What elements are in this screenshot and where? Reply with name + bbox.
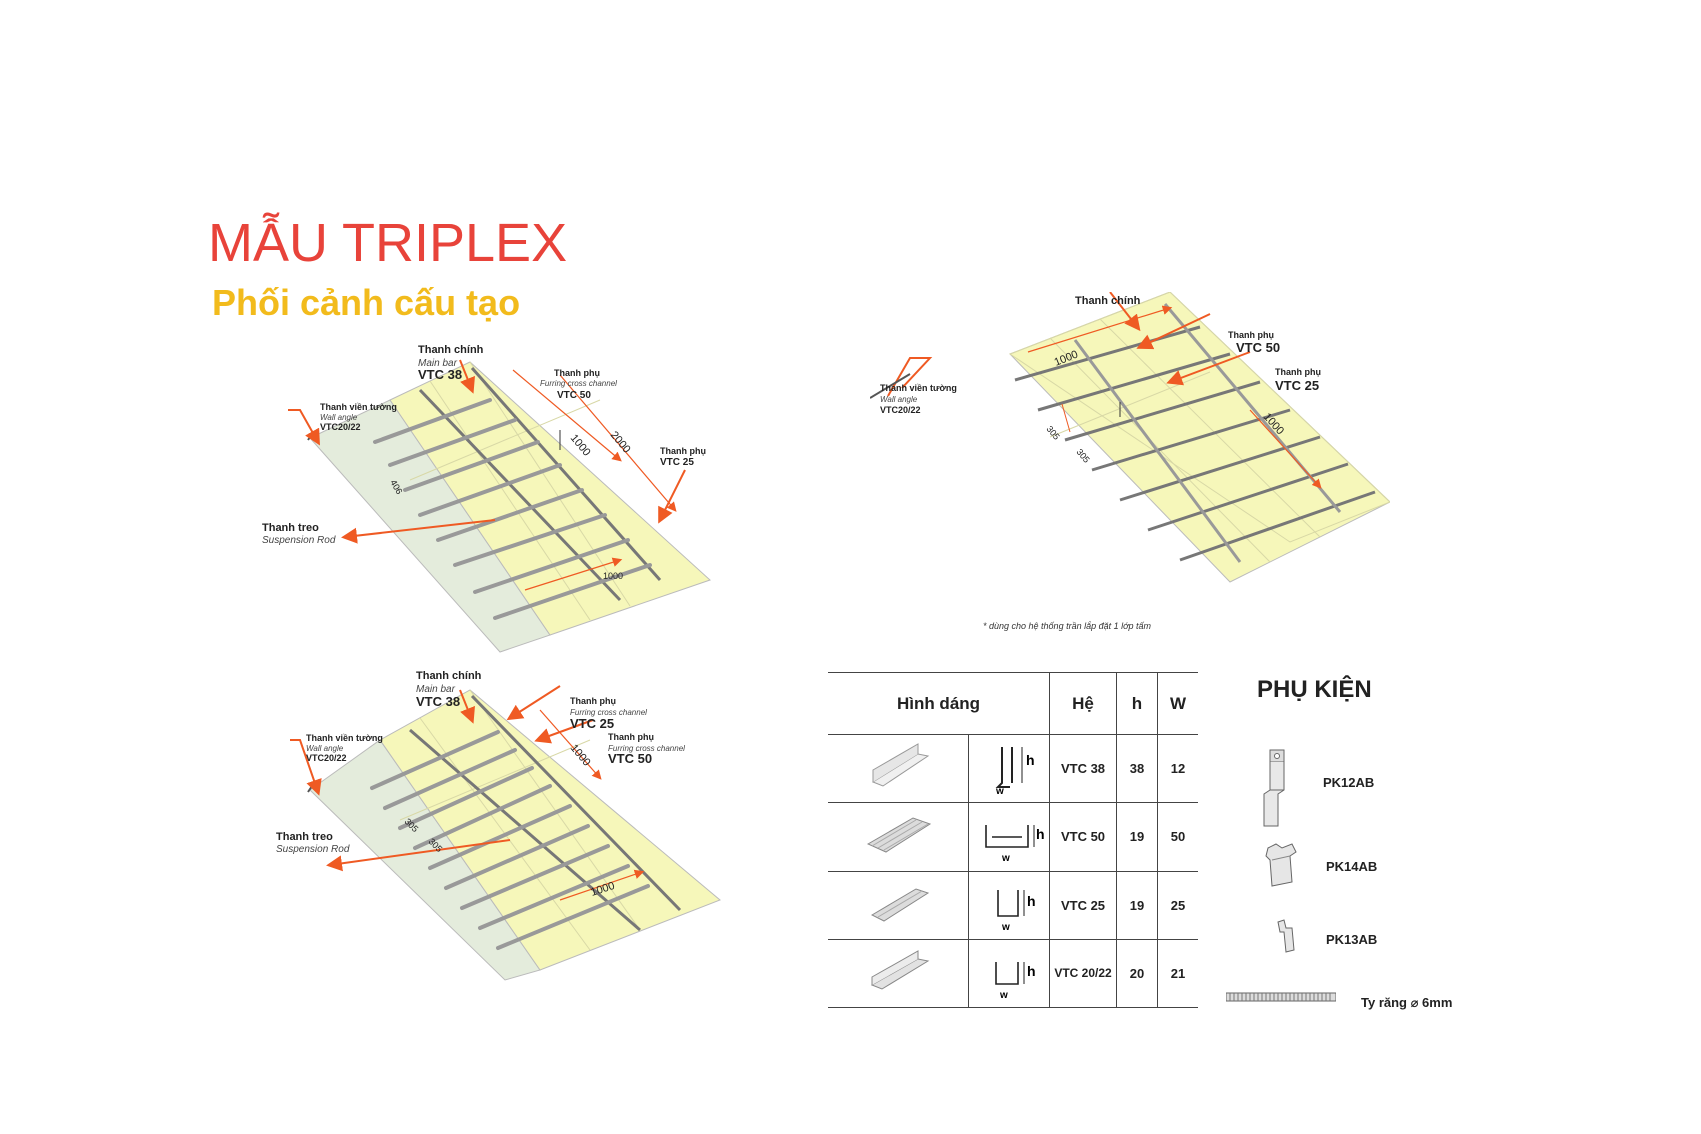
d1-dim-1000-b: 1000 bbox=[603, 571, 623, 581]
page-subtitle: Phối cảnh cấu tạo bbox=[212, 282, 521, 323]
d1-furring1-en: Furring cross channel bbox=[540, 379, 617, 388]
threaded-rod-icon bbox=[1226, 992, 1336, 1002]
svg-text:w: w bbox=[1001, 922, 1010, 932]
cell-h: 19 bbox=[1116, 870, 1158, 940]
d1-main-bar-code: VTC 38 bbox=[418, 367, 462, 382]
accessory-threaded-rod: Ty răng ⌀ 6mm bbox=[1361, 995, 1453, 1010]
d1-furring2-code: VTC 25 bbox=[660, 457, 694, 468]
d2-furring1-code: VTC 50 bbox=[1236, 340, 1280, 355]
accessory-pk14ab: PK14AB bbox=[1326, 859, 1378, 874]
board-yellow-area bbox=[379, 689, 721, 971]
svg-text:h: h bbox=[1027, 893, 1036, 909]
cell-system: VTC 25 bbox=[1049, 870, 1117, 940]
d1-furring1-code: VTC 50 bbox=[557, 390, 591, 401]
d1-rod-vi: Thanh treo bbox=[262, 522, 319, 534]
board-yellow-area bbox=[389, 361, 711, 636]
d3-wall-angle-en: Wall angle bbox=[306, 744, 344, 753]
d2-dim-305-b: 305 bbox=[1074, 447, 1091, 465]
header-w: W bbox=[1157, 671, 1198, 736]
ceiling-diagram-2: Thanh chính Thanh phụ VTC 50 Thanh phụ V… bbox=[870, 292, 1390, 583]
d3-wall-angle-vi: Thanh viền tường bbox=[306, 733, 383, 743]
d1-furring1-vi: Thanh phụ bbox=[554, 368, 600, 378]
cell-system: VTC 38 bbox=[1049, 734, 1117, 804]
d1-rod-en: Suspension Rod bbox=[262, 535, 336, 546]
page-title: MẪU TRIPLEX bbox=[208, 213, 568, 273]
svg-text:h: h bbox=[1026, 752, 1035, 768]
d1-wall-angle-code: VTC20/22 bbox=[320, 422, 361, 432]
d1-main-bar-vi: Thanh chính bbox=[418, 344, 484, 356]
d3-main-bar-vi: Thanh chính bbox=[416, 670, 482, 682]
cell-system: VTC 50 bbox=[1049, 802, 1117, 872]
d3-main-bar-en: Main bar bbox=[416, 684, 456, 695]
d3-rod-vi: Thanh treo bbox=[276, 831, 333, 843]
pk14ab-icon bbox=[1265, 843, 1297, 887]
profile-3d-vtc50 bbox=[828, 802, 969, 872]
d3-furring1-code: VTC 25 bbox=[570, 716, 614, 731]
profile-3d-vtc38 bbox=[828, 734, 969, 804]
profile-3d-vtc25 bbox=[828, 870, 969, 940]
cell-w: 12 bbox=[1157, 734, 1198, 804]
header-system: Hệ bbox=[1049, 671, 1117, 736]
pk12ab-icon bbox=[1263, 749, 1285, 827]
d1-dim-2000: 2000 bbox=[608, 429, 633, 455]
cell-w: 50 bbox=[1157, 802, 1198, 872]
ceiling-diagram-3: Thanh chính Main bar VTC 38 Thanh phụ Fu… bbox=[276, 670, 721, 981]
table-header-row: Hình dáng Hệ h W bbox=[828, 671, 1198, 736]
d2-wall-angle-vi: Thanh viền tường bbox=[880, 383, 957, 393]
installation-note: * dùng cho hệ thống trần lắp đặt 1 lớp t… bbox=[983, 621, 1152, 631]
profile-3d-vtc2022 bbox=[828, 938, 969, 1009]
d2-wall-angle-en: Wall angle bbox=[880, 395, 918, 404]
d1-furring2-vi: Thanh phụ bbox=[660, 446, 706, 456]
d2-dim-305-a: 305 bbox=[1044, 424, 1061, 442]
accessory-pk13ab: PK13AB bbox=[1326, 932, 1378, 947]
cell-w: 25 bbox=[1157, 870, 1198, 940]
cell-h: 20 bbox=[1116, 938, 1158, 1009]
d2-main-bar-vi: Thanh chính bbox=[1075, 295, 1141, 307]
d3-furring2-en: Furring cross channel bbox=[608, 744, 685, 753]
d3-furring1-vi: Thanh phụ bbox=[570, 696, 616, 706]
accessory-pk12ab: PK12AB bbox=[1323, 775, 1375, 790]
d1-wall-angle-vi: Thanh viền tường bbox=[320, 402, 397, 412]
svg-text:w: w bbox=[995, 786, 1004, 795]
pk13ab-icon bbox=[1277, 919, 1295, 953]
cell-system: VTC 20/22 bbox=[1049, 938, 1117, 1009]
d1-main-bar-en: Main bar bbox=[418, 358, 458, 369]
header-h: h bbox=[1116, 671, 1158, 736]
header-shape: Hình dáng bbox=[828, 671, 1050, 736]
cell-h: 19 bbox=[1116, 802, 1158, 872]
d2-wall-angle-code: VTC20/22 bbox=[880, 405, 921, 415]
d3-rod-en: Suspension Rod bbox=[276, 844, 350, 855]
svg-text:h: h bbox=[1027, 963, 1036, 979]
d1-wall-angle-en: Wall angle bbox=[320, 413, 358, 422]
d3-wall-angle-code: VTC20/22 bbox=[306, 753, 347, 763]
d3-main-bar-code: VTC 38 bbox=[416, 694, 460, 709]
ceiling-diagram-1: Thanh chính Main bar VTC 38 Thanh phụ Fu… bbox=[262, 344, 711, 653]
cell-h: 38 bbox=[1116, 734, 1158, 804]
svg-text:h: h bbox=[1036, 826, 1044, 842]
d2-furring2-code: VTC 25 bbox=[1275, 378, 1319, 393]
svg-text:w: w bbox=[999, 990, 1008, 1000]
cell-w: 21 bbox=[1157, 938, 1198, 1009]
svg-text:w: w bbox=[1001, 853, 1010, 863]
d3-furring2-vi: Thanh phụ bbox=[608, 732, 654, 742]
d2-furring2-vi: Thanh phụ bbox=[1275, 367, 1321, 377]
d3-furring1-en: Furring cross channel bbox=[570, 708, 647, 717]
d3-furring2-code: VTC 50 bbox=[608, 751, 652, 766]
accessories-title: PHỤ KIỆN bbox=[1257, 676, 1372, 703]
d2-furring1-vi: Thanh phụ bbox=[1228, 330, 1274, 340]
